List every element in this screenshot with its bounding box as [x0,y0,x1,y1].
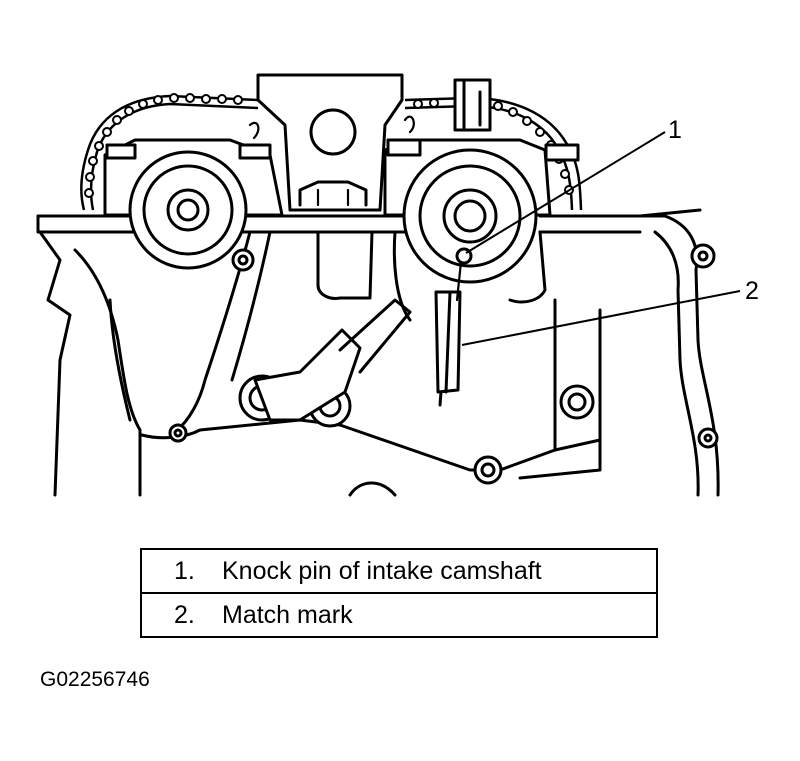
exhaust-cam-sprocket [103,121,284,270]
engine-timing-diagram [36,73,741,497]
legend-row: 1. Knock pin of intake camshaft [140,548,658,594]
intake-cam-sprocket [383,115,580,284]
callout-leaders [461,131,741,346]
legend-text: Knock pin of intake camshaft [222,556,542,585]
leader-line-2 [461,290,741,346]
callout-1: 1 [668,116,682,144]
legend-table: 1. Knock pin of intake camshaft 2. Match m… [140,548,658,638]
chain-tensioner-arm [253,298,412,422]
leader-line-1 [465,131,666,254]
figure-id: G02256746 [40,668,150,691]
upper-chain-guide [256,73,404,212]
callout-2: 2 [745,277,759,305]
timing-chain [80,93,583,211]
timing-cover [38,214,720,497]
legend-number: 1. [174,556,195,585]
legend-row: 2. Match mark [140,592,658,638]
match-mark-pointer [434,260,463,407]
sensor-boss [453,78,492,132]
legend-number: 2. [174,600,195,629]
legend-text: Match mark [222,600,353,629]
